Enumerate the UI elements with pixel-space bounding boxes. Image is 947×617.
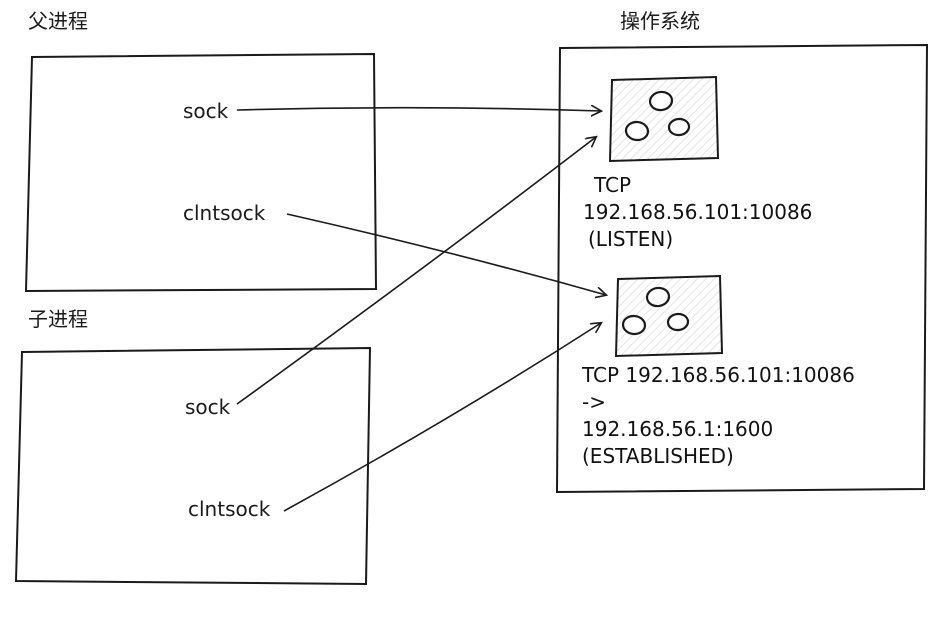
arrow-parent-sock-to-listen-socket (236, 108, 601, 111)
established-socket-caption: TCP 192.168.56.101:10086 -> 192.168.56.1… (582, 362, 855, 470)
os-box (555, 43, 929, 494)
parent-sock-label: sock (183, 99, 229, 123)
child-sock-label: sock (185, 395, 231, 419)
established-socket-caption-line3: 192.168.56.1:1600 (582, 417, 774, 441)
child-process-box (14, 346, 372, 586)
listen-socket-caption-line1: TCP (594, 173, 632, 197)
parent-process-title: 父进程 (28, 9, 88, 33)
child-clntsock-label: clntsock (188, 497, 271, 521)
child-process-title: 子进程 (28, 307, 88, 331)
os-title: 操作系统 (620, 9, 700, 33)
parent-process-box (24, 52, 378, 293)
parent-clntsock-label: clntsock (183, 201, 266, 225)
arrow-child-sock-to-listen-socket (236, 137, 596, 405)
listen-socket-caption-line2: 192.168.56.101:10086 (583, 200, 813, 224)
established-socket-icon (614, 274, 724, 358)
listen-socket-caption: TCP 192.168.56.101:10086 (LISTEN) (583, 172, 812, 253)
listen-socket-icon (608, 75, 720, 163)
arrow-parent-clntsock-to-established-socket (286, 213, 606, 295)
established-socket-caption-line1: TCP 192.168.56.101:10086 (582, 363, 855, 387)
listen-socket-caption-line3: (LISTEN) (588, 227, 674, 251)
established-socket-caption-line2: -> (582, 390, 606, 414)
arrow-child-clntsock-to-established-socket (283, 323, 601, 512)
established-socket-caption-line4: (ESTABLISHED) (582, 444, 734, 468)
